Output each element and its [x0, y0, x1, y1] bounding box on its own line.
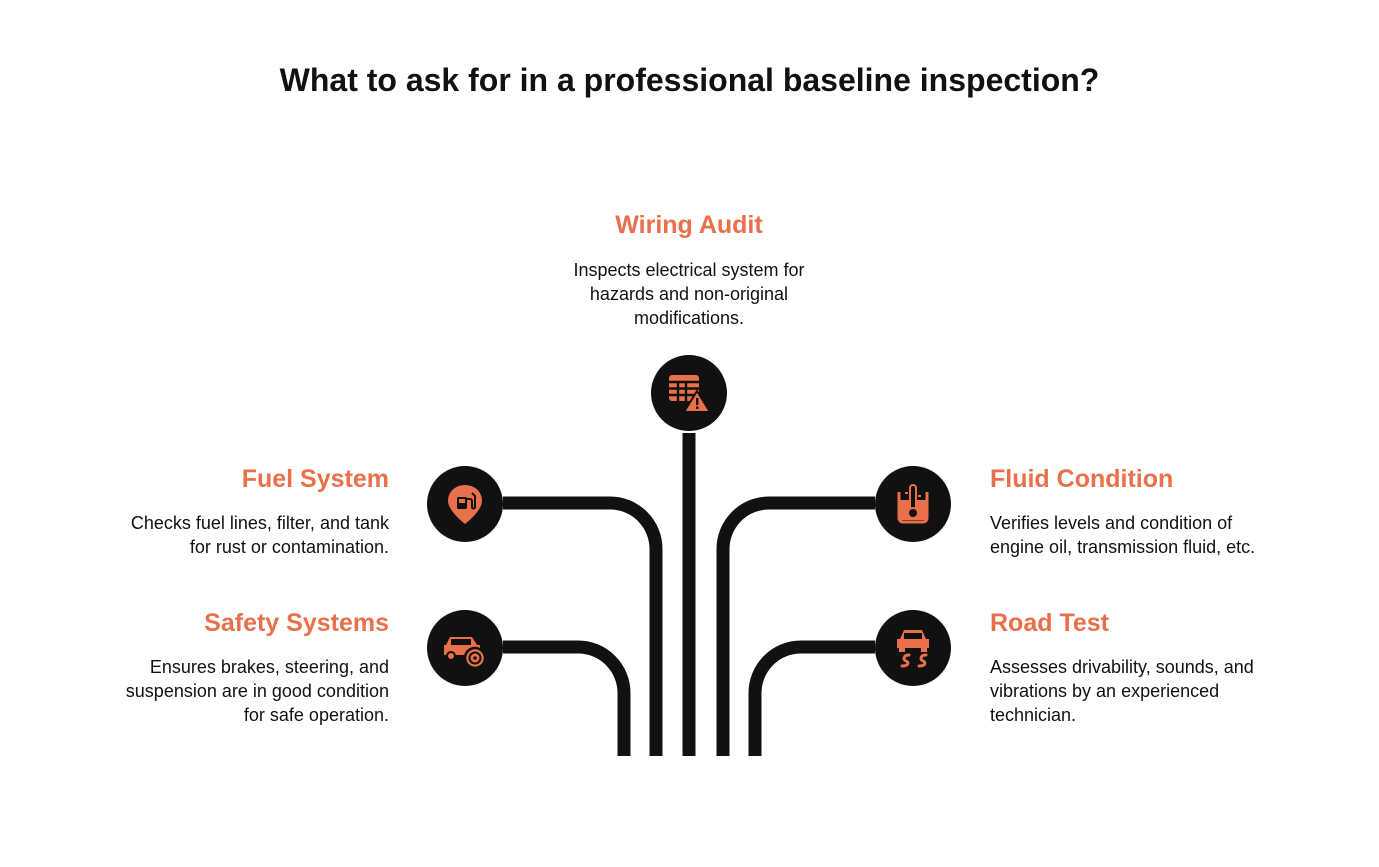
road-test-description: Assesses drivability, sounds, and vibrat…: [990, 655, 1350, 727]
safety-desc-line: Ensures brakes, steering, and: [149, 657, 389, 677]
safety-systems-heading: Safety Systems: [204, 609, 389, 637]
fluid-condition-description: Verifies levels and condition of engine …: [990, 511, 1350, 559]
fluid-condition-heading: Fluid Condition: [990, 465, 1174, 493]
road-desc-line: technician.: [990, 705, 1077, 725]
fuel-pump-icon: [448, 485, 482, 524]
wiring-audit-heading: Wiring Audit: [615, 211, 763, 239]
connector-safety: [503, 640, 631, 756]
fuel-desc-line: for rust or contamination.: [189, 537, 389, 557]
connector-fluid: [716, 496, 875, 756]
wiring-desc-line: Inspects electrical system for: [573, 260, 805, 280]
wiring-grid-warning-icon: [669, 375, 711, 413]
car-skid-icon: [897, 630, 929, 668]
fluid-node: [875, 466, 951, 542]
road-test-heading: Road Test: [990, 609, 1109, 637]
wiring-desc-line: hazards and non-original: [589, 284, 789, 304]
wiring-audit-description: Inspects electrical system for hazards a…: [489, 258, 889, 330]
road-node: [875, 610, 951, 686]
car-brake-icon: [444, 637, 487, 670]
road-desc-line: vibrations by an experienced: [990, 681, 1220, 701]
connector-road: [748, 640, 875, 756]
connector-fuel: [503, 496, 663, 756]
road-desc-line: Assesses drivability, sounds, and: [990, 657, 1254, 677]
safety-node: [427, 610, 503, 686]
fuel-desc-line: Checks fuel lines, filter, and tank: [130, 513, 389, 533]
fuel-system-heading: Fuel System: [241, 465, 389, 493]
fluid-desc-line: engine oil, transmission fluid, etc.: [990, 537, 1256, 557]
safety-systems-description: Ensures brakes, steering, and suspension…: [49, 655, 389, 727]
page-title: What to ask for in a professional baseli…: [279, 62, 1100, 98]
wiring-desc-line: modifications.: [633, 308, 745, 328]
fuel-node: [427, 466, 503, 542]
fluid-thermometer-icon: [897, 484, 929, 524]
safety-desc-line: suspension are in good condition: [125, 681, 389, 701]
wiring-node: [651, 355, 727, 431]
safety-desc-line: for safe operation.: [243, 705, 389, 725]
fluid-desc-line: Verifies levels and condition of: [990, 513, 1233, 533]
fuel-system-description: Checks fuel lines, filter, and tank for …: [49, 511, 389, 559]
